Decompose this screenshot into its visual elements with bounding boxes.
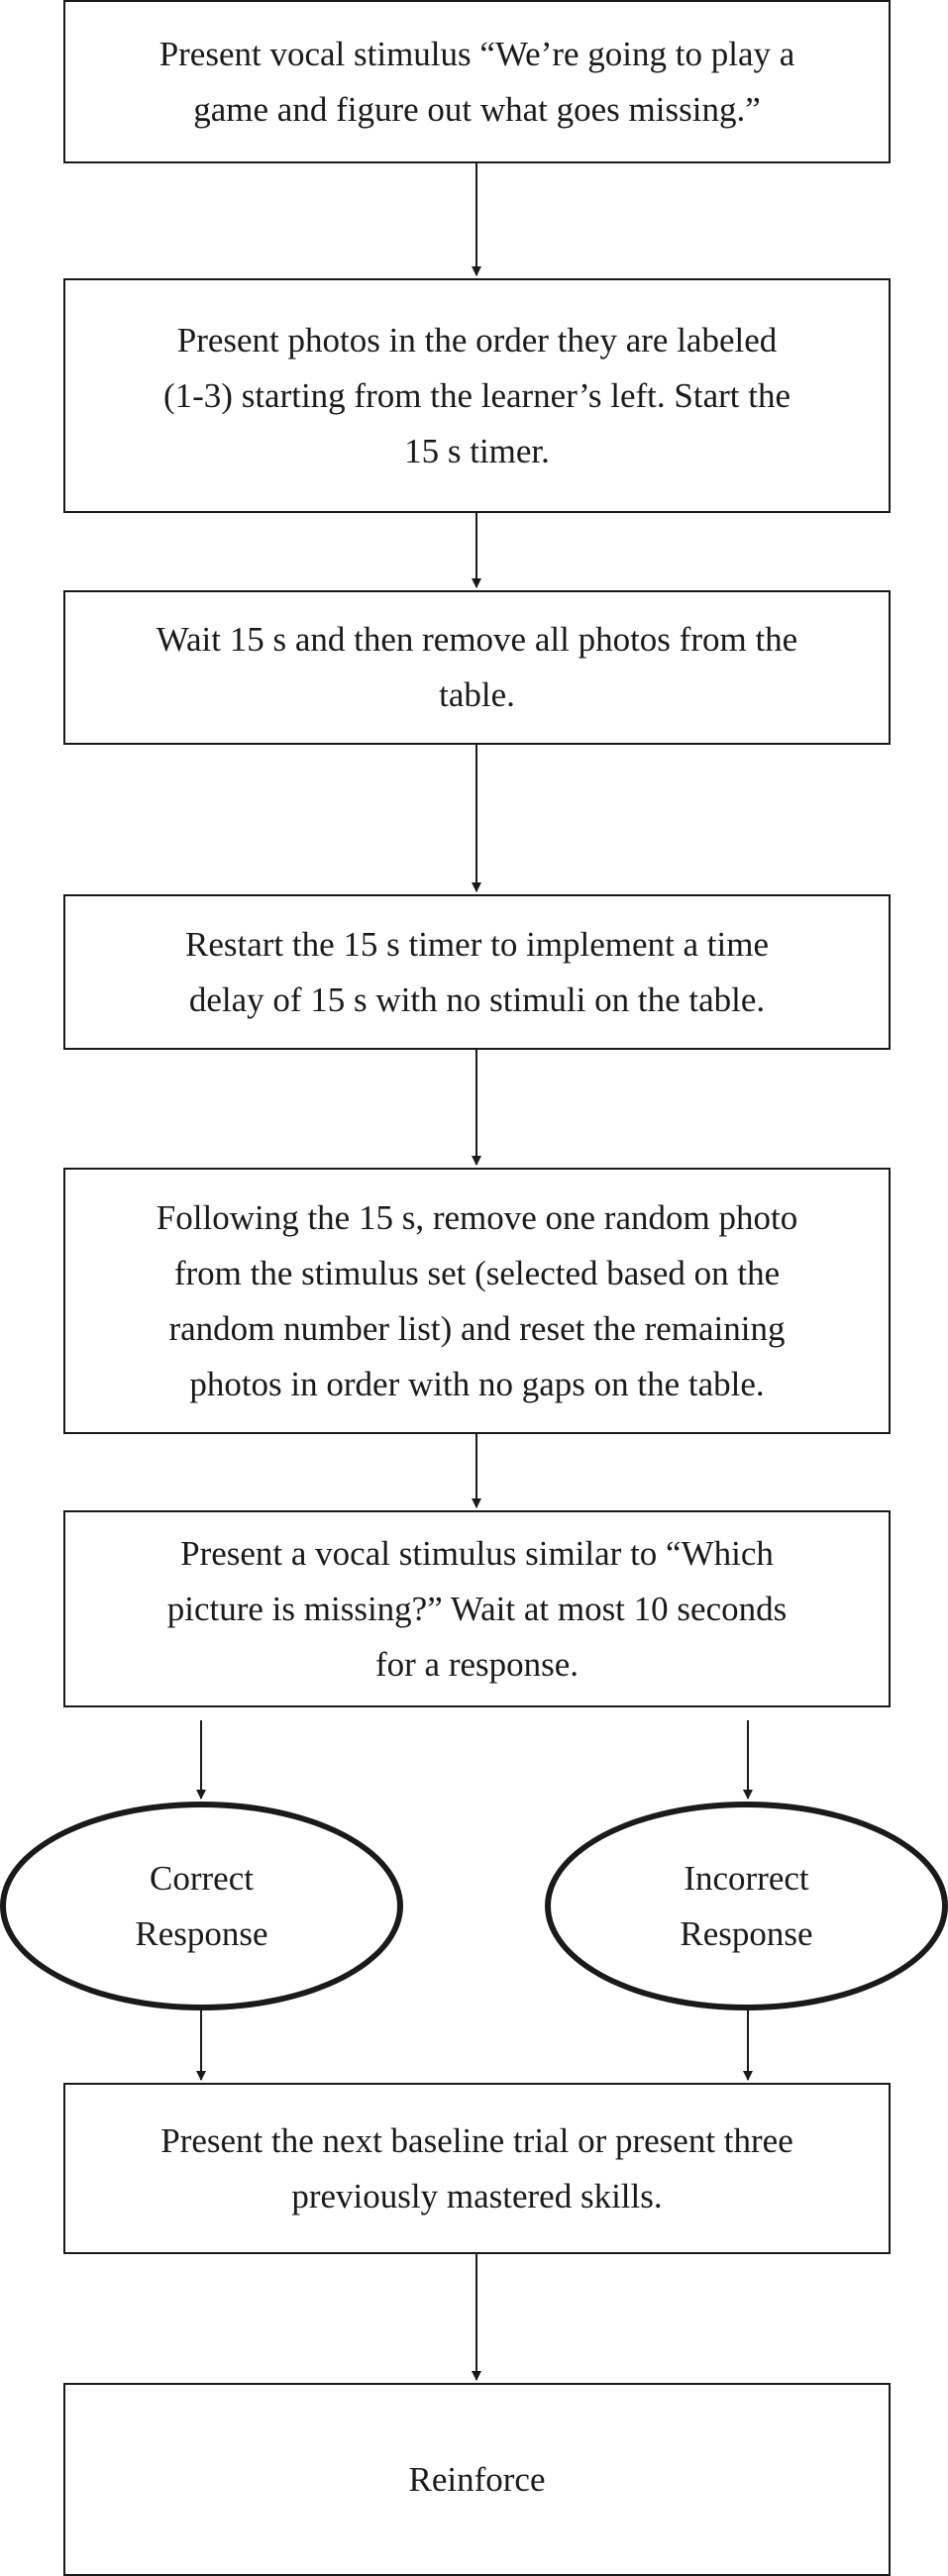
step-3-box: Wait 15 s and then remove all photos fro… xyxy=(63,590,891,745)
step-8-line-1: Reinforce xyxy=(408,2459,546,2499)
step-7-box: Present the next baseline trial or prese… xyxy=(63,2083,891,2254)
step-2-line-1: Present photos in the order they are lab… xyxy=(176,320,778,360)
incorrect-response-line-2: Response xyxy=(680,1913,813,1953)
step-6-box: Present a vocal stimulus similar to “Whi… xyxy=(63,1510,891,1707)
step-1-box: Present vocal stimulus “We’re going to p… xyxy=(63,0,891,163)
step-6-line-1: Present a vocal stimulus similar to “Whi… xyxy=(180,1533,774,1573)
step-6-line-2: picture is missing?” Wait at most 10 sec… xyxy=(166,1589,788,1628)
step-7-line-2: previously mastered skills. xyxy=(291,2176,663,2215)
step-5-box: Following the 15 s, remove one random ph… xyxy=(63,1168,891,1434)
step-1-line-1: Present vocal stimulus “We’re going to p… xyxy=(158,34,795,73)
correct-response-line-1: Correct xyxy=(150,1858,254,1898)
incorrect-response-oval: Incorrect Response xyxy=(545,1802,948,2010)
step-3-line-1: Wait 15 s and then remove all photos fro… xyxy=(156,620,798,659)
step-3-line-2: table. xyxy=(439,675,515,714)
step-2-line-3: 15 s timer. xyxy=(404,431,550,470)
correct-response-line-2: Response xyxy=(135,1913,268,1953)
step-1-line-2: game and figure out what goes missing.” xyxy=(193,89,761,129)
step-2-box: Present photos in the order they are lab… xyxy=(63,278,891,513)
correct-response-oval: Correct Response xyxy=(0,1802,403,2010)
step-5-line-2: from the stimulus set (selected based on… xyxy=(173,1253,781,1292)
step-5-line-4: photos in order with no gaps on the tabl… xyxy=(189,1364,765,1403)
step-2-line-2: (1-3) starting from the learner’s left. … xyxy=(162,375,791,415)
step-4-box: Restart the 15 s timer to implement a ti… xyxy=(63,894,891,1050)
incorrect-response-line-1: Incorrect xyxy=(684,1858,809,1898)
step-4-line-1: Restart the 15 s timer to implement a ti… xyxy=(184,924,770,964)
step-5-line-1: Following the 15 s, remove one random ph… xyxy=(156,1197,798,1237)
step-6-line-3: for a response. xyxy=(374,1644,579,1684)
step-5-line-3: random number list) and reset the remain… xyxy=(168,1308,786,1348)
step-7-line-1: Present the next baseline trial or prese… xyxy=(160,2120,793,2160)
step-8-box: Reinforce xyxy=(63,2383,891,2576)
step-4-line-2: delay of 15 s with no stimuli on the tab… xyxy=(188,979,766,1019)
